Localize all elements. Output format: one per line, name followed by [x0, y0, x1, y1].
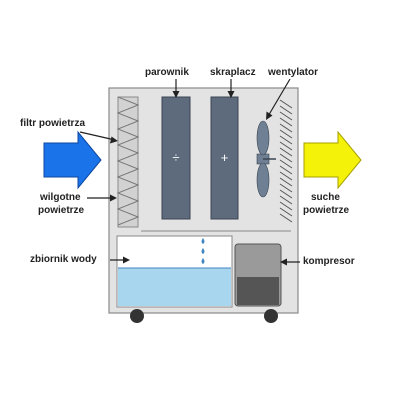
label-zbiornik: zbiornik wody	[30, 254, 97, 265]
label-skraplacz: skraplacz	[210, 67, 256, 78]
label-parownik: parownik	[145, 67, 189, 78]
left-wheel	[130, 309, 144, 323]
label-wentylator: wentylator	[268, 67, 319, 78]
condenser-coil	[210, 96, 239, 220]
pointer-lines	[79, 78, 300, 266]
label-suche-line2: powietrze	[303, 205, 350, 216]
evaporator-coil	[161, 96, 191, 220]
humid-air-arrow	[43, 130, 102, 190]
label-wilgotne-line2: powietrze	[38, 205, 85, 216]
water-tank	[116, 235, 233, 308]
label-filtr: filtr powietrza	[20, 118, 86, 129]
compressor	[234, 243, 282, 307]
label-wilgotne-line1: wilgotne	[40, 192, 81, 203]
exhaust-grille	[279, 99, 293, 223]
dry-air-arrow	[303, 130, 362, 190]
condenser-symbol: +	[221, 150, 229, 165]
label-suche-line1: suche	[311, 192, 340, 203]
evaporator-symbol: ÷	[172, 150, 179, 165]
fan-icon	[256, 120, 276, 198]
air-filter	[116, 96, 140, 228]
label-kompresor: kompresor	[303, 256, 355, 267]
water-droplet-icon	[201, 238, 205, 264]
right-wheel	[264, 309, 278, 323]
